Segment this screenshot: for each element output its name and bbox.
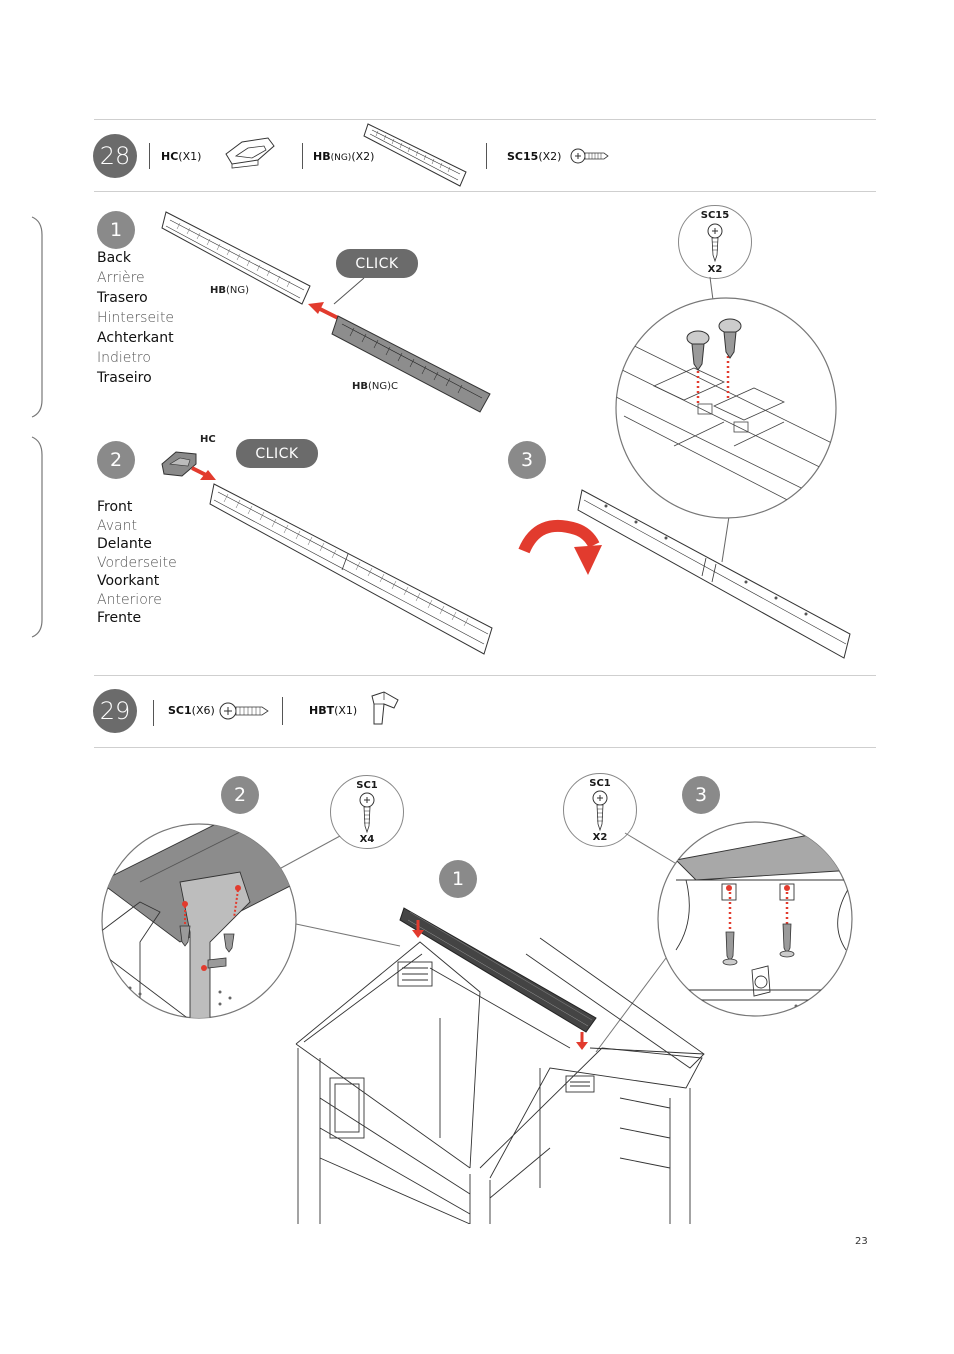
screw-icon (592, 790, 608, 832)
detail-magnifier-left (101, 823, 297, 1019)
click-pointer-line (333, 277, 365, 305)
separator (149, 143, 150, 169)
label-hb-ng: HB(NG) (210, 285, 250, 296)
hb-assembled-beam-illustration (209, 483, 493, 655)
divider (94, 119, 876, 120)
separator (153, 700, 154, 726)
back-labels: Back Arrière Trasero Hinterseite Achterk… (97, 250, 175, 386)
hc-clip-illustration (161, 451, 197, 477)
substep-1-number: 1 (97, 211, 135, 249)
substep-2-number: 2 (97, 441, 135, 479)
screw-icon (219, 702, 269, 720)
page-number: 23 (855, 1236, 868, 1247)
label-hc: HC (200, 434, 216, 445)
part-sc15: SC15(X2) (507, 150, 562, 163)
front-labels: Front Avant Delante Vorderseite Voorkant… (97, 499, 177, 626)
substep-3-number: 3 (682, 776, 720, 814)
step-28-number: 28 (93, 134, 137, 178)
part-sc1: SC1(X6) (168, 704, 215, 717)
screw-icon (359, 792, 375, 834)
click-badge: CLICK (236, 439, 318, 468)
hb-ngc-beam-illustration (331, 315, 491, 413)
side-bracket-top (31, 216, 43, 418)
divider (94, 675, 876, 676)
substep-3-number: 3 (508, 441, 546, 479)
screw-icon (707, 223, 723, 263)
shed-illustration (295, 907, 705, 1224)
hb-beam-icon (363, 123, 467, 187)
click-badge: CLICK (336, 249, 418, 278)
detail-magnifier (615, 297, 837, 519)
flipped-beam-illustration (577, 489, 851, 659)
label-hb-ngc: HB(NG)C (352, 381, 399, 392)
separator (486, 143, 487, 169)
divider (94, 191, 876, 192)
step-29-number: 29 (93, 689, 137, 733)
hb-beam-illustration (161, 211, 311, 305)
substep-2-number: 2 (221, 776, 259, 814)
detail-magnifier-right (657, 821, 853, 1017)
screw-callout-sc15: SC15 X2 (678, 205, 752, 279)
part-hbt: HBT(X1) (309, 704, 358, 717)
arrow-icon (308, 302, 339, 320)
screw-callout-sc1-x2: SC1 X2 (563, 773, 637, 847)
part-hc: HC(X1) (161, 150, 202, 163)
hbt-bracket-icon (371, 691, 399, 725)
arrow-icon (191, 466, 216, 480)
part-hb: HB(NG)(X2) (313, 150, 375, 163)
substep-1-number: 1 (439, 860, 477, 898)
separator (282, 697, 283, 725)
side-bracket-bottom (31, 436, 43, 638)
divider (94, 747, 876, 748)
separator (302, 143, 303, 169)
hc-clip-icon (225, 137, 275, 169)
rotate-arrow-icon (518, 519, 602, 575)
screw-callout-sc1-x4: SC1 X4 (330, 775, 404, 849)
screw-icon (570, 148, 609, 164)
